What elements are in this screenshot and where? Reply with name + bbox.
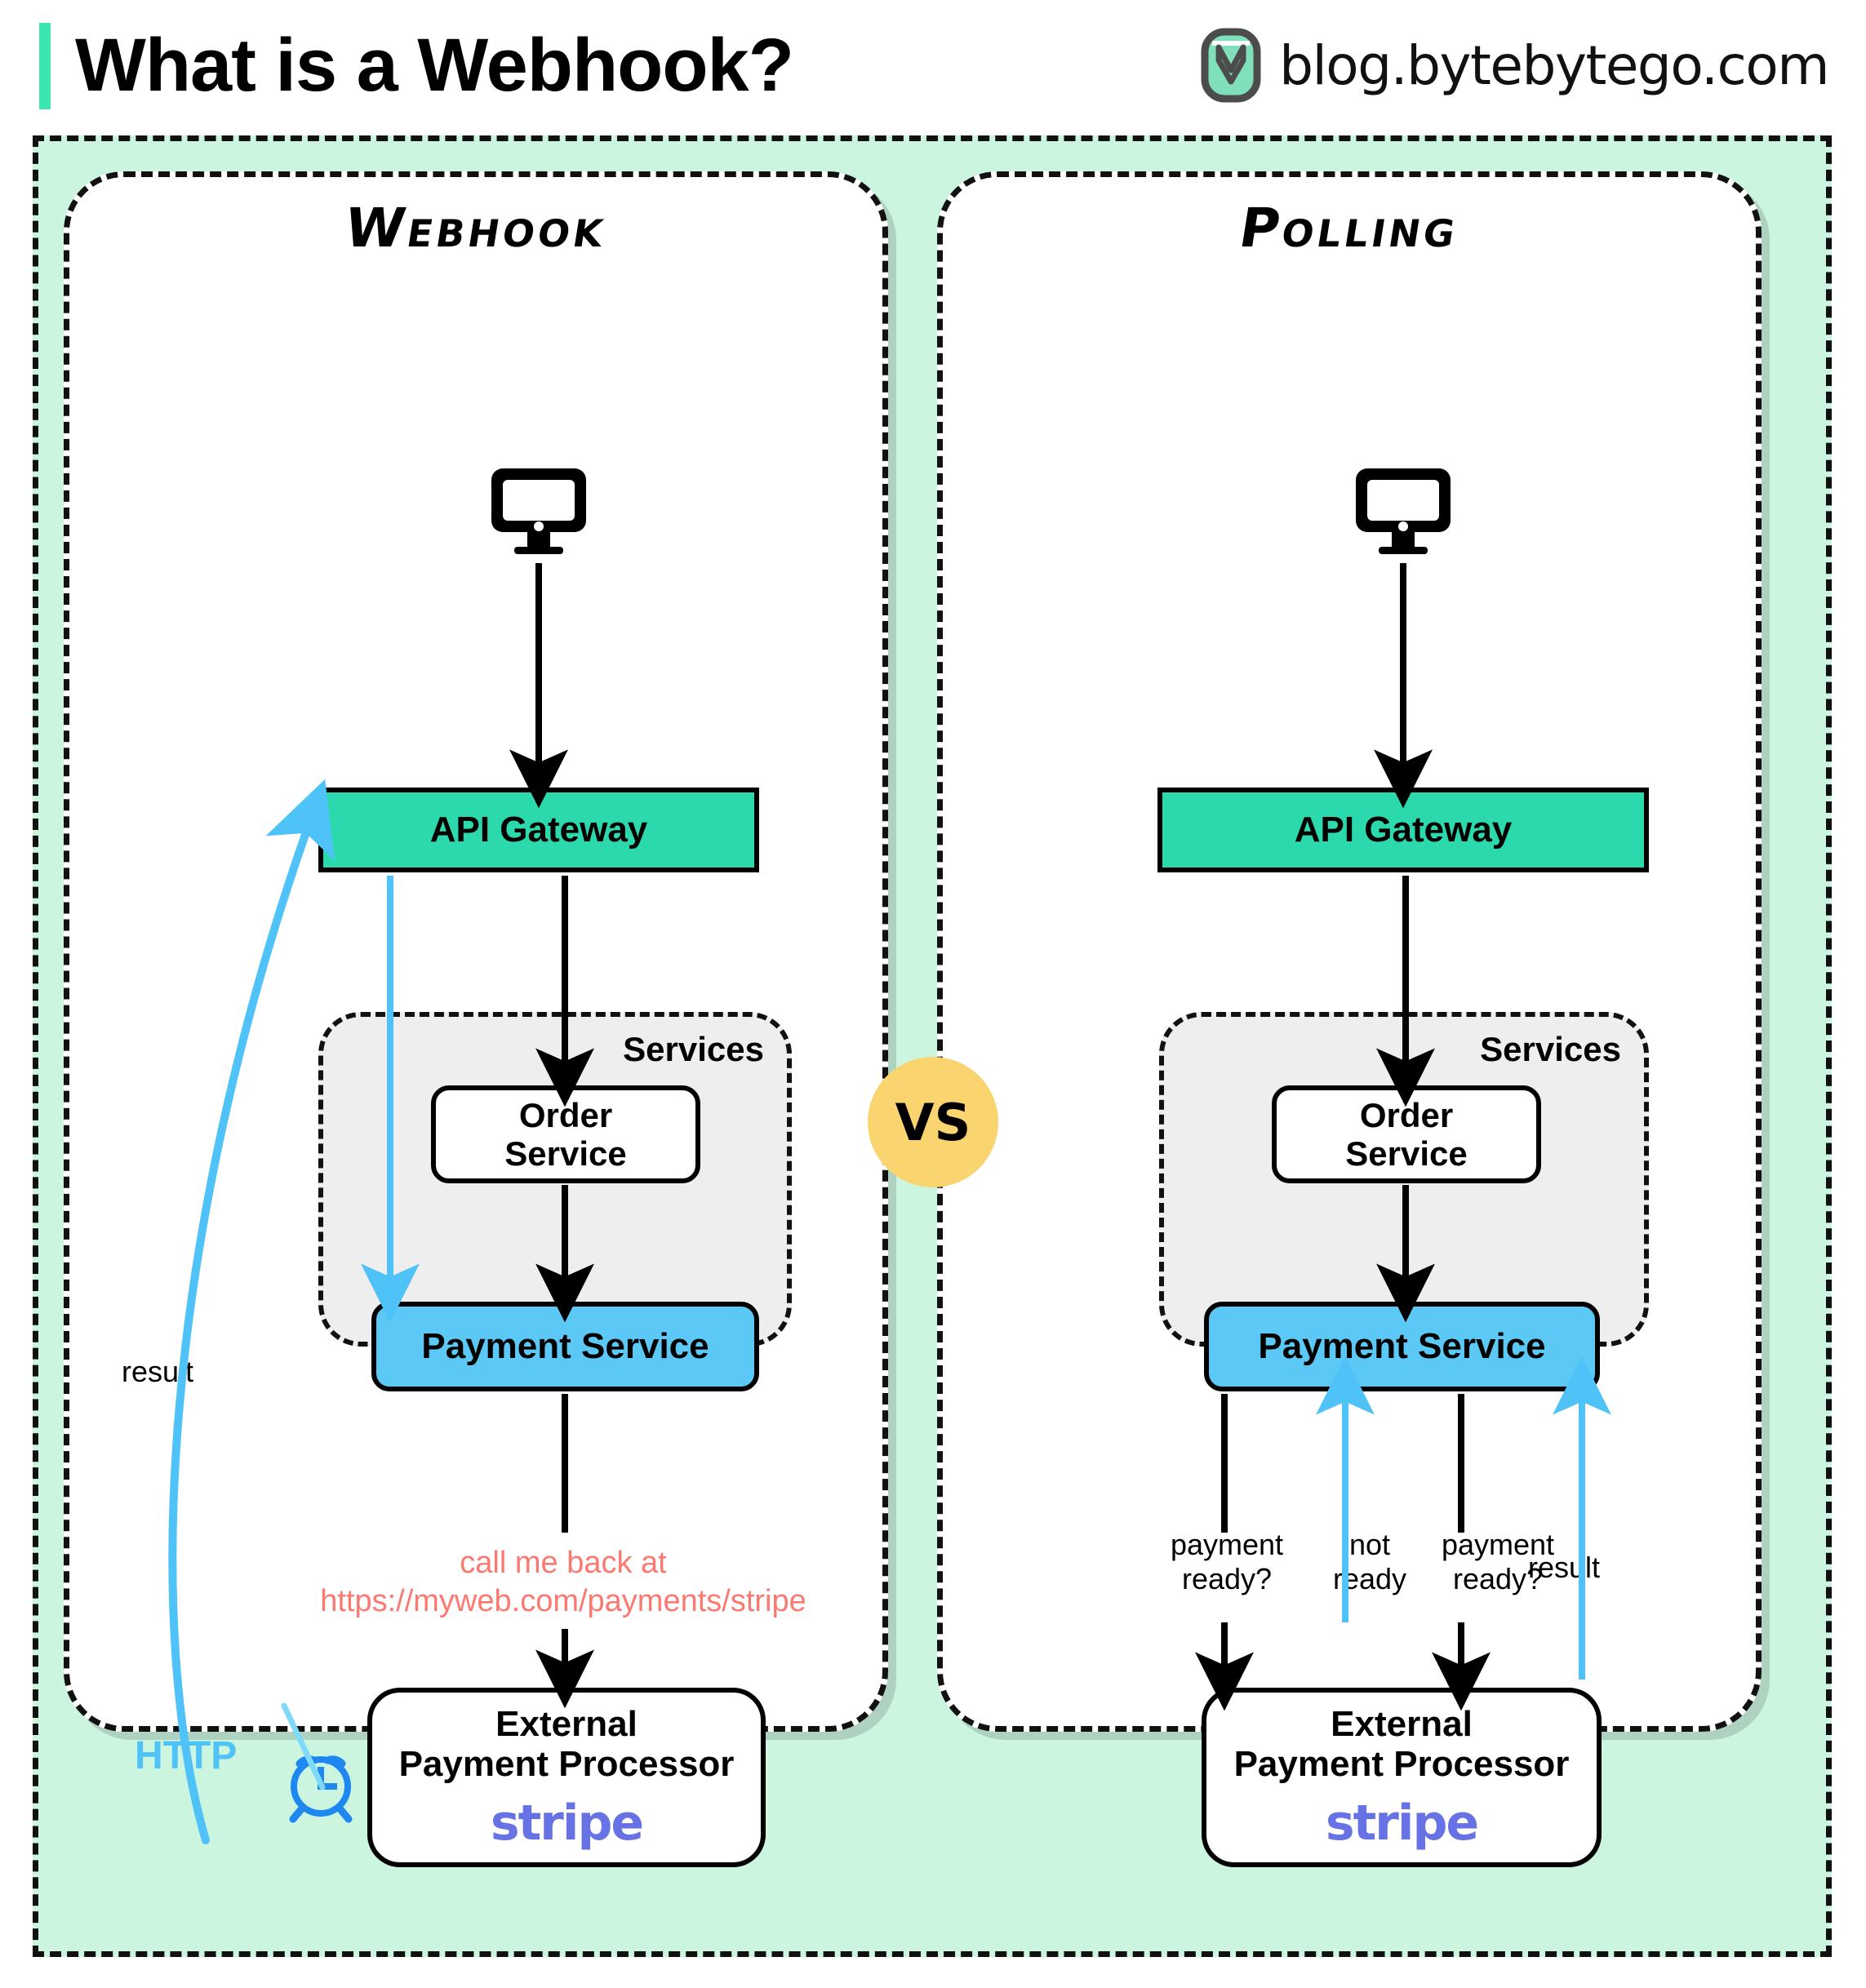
polling-panel: Polling <box>937 171 1762 1732</box>
polling-order-service-line2: Service <box>1345 1134 1468 1173</box>
polling-api-gateway-label: API Gateway <box>1294 810 1513 850</box>
polling-external-processor-box[interactable]: External Payment Processor stripe <box>1202 1688 1602 1867</box>
brand-url: blog.bytebytego.com <box>1279 33 1829 97</box>
polling-services-label: Services <box>1480 1030 1621 1068</box>
monitor-icon <box>1351 465 1455 555</box>
webhook-processor-line1: External <box>495 1704 638 1745</box>
webhook-processor-line2: Payment Processor <box>398 1744 735 1785</box>
polling-flow-label-2-line1: not <box>1348 1528 1391 1561</box>
webhook-order-service-line2: Service <box>504 1134 627 1173</box>
polling-order-service-box[interactable]: Order Service <box>1272 1085 1541 1183</box>
brand-block: blog.bytebytego.com <box>1201 24 1829 106</box>
polling-panel-title: Polling <box>1235 197 1464 260</box>
monitor-icon <box>486 465 591 555</box>
page-header: What is a Webhook? blog.bytebytego.com <box>0 0 1866 131</box>
stripe-logo: stripe <box>490 1794 644 1852</box>
polling-flow-label-3: payment ready? <box>1420 1528 1575 1597</box>
webhook-external-processor-box[interactable]: External Payment Processor stripe <box>367 1688 766 1867</box>
webhook-services-label: Services <box>623 1030 764 1068</box>
polling-flow-label-1-line2: ready? <box>1181 1562 1273 1596</box>
vs-badge: VS <box>868 1057 998 1187</box>
webhook-api-gateway-box[interactable]: API Gateway <box>318 788 759 872</box>
webhook-order-service-box[interactable]: Order Service <box>431 1085 700 1183</box>
webhook-panel: Webhook <box>64 171 888 1732</box>
alarm-clock-icon <box>282 1742 360 1824</box>
webhook-http-label: HTTP <box>135 1734 238 1777</box>
polling-flow-label-4: result <box>1528 1551 1601 1584</box>
webhook-callback-line2: https://myweb.com/payments/stripe <box>320 1584 806 1619</box>
webhook-callback-annotation: call me back at https://myweb.com/paymen… <box>320 1544 806 1621</box>
polling-processor-line1: External <box>1331 1704 1473 1745</box>
polling-flow-label-2: not ready <box>1304 1528 1435 1597</box>
polling-processor-line2: Payment Processor <box>1233 1744 1570 1785</box>
bytebytego-logo-icon <box>1201 28 1261 103</box>
webhook-payment-service-label: Payment Service <box>421 1326 709 1367</box>
webhook-result-label: result <box>121 1355 194 1388</box>
polling-flow-label-1: payment ready? <box>1149 1528 1304 1597</box>
polling-flow-label-3-line2: ready? <box>1452 1562 1544 1596</box>
webhook-callback-line1: call me back at <box>460 1546 667 1580</box>
stripe-logo: stripe <box>1325 1794 1479 1852</box>
polling-payment-service-label: Payment Service <box>1258 1326 1546 1367</box>
polling-flow-label-3-line1: payment <box>1441 1528 1555 1561</box>
page-title: What is a Webhook? <box>75 24 794 107</box>
webhook-payment-service-box[interactable]: Payment Service <box>371 1302 759 1391</box>
title-accent-bar <box>39 23 51 109</box>
webhook-order-service-line1: Order <box>518 1095 613 1134</box>
webhook-panel-title: Webhook <box>340 197 611 260</box>
polling-order-service-line1: Order <box>1359 1095 1454 1134</box>
polling-flow-label-2-line2: ready <box>1332 1562 1407 1596</box>
polling-api-gateway-box[interactable]: API Gateway <box>1157 788 1649 872</box>
polling-flow-label-1-line1: payment <box>1170 1528 1284 1561</box>
webhook-api-gateway-label: API Gateway <box>429 810 648 850</box>
polling-payment-service-box[interactable]: Payment Service <box>1204 1302 1600 1391</box>
